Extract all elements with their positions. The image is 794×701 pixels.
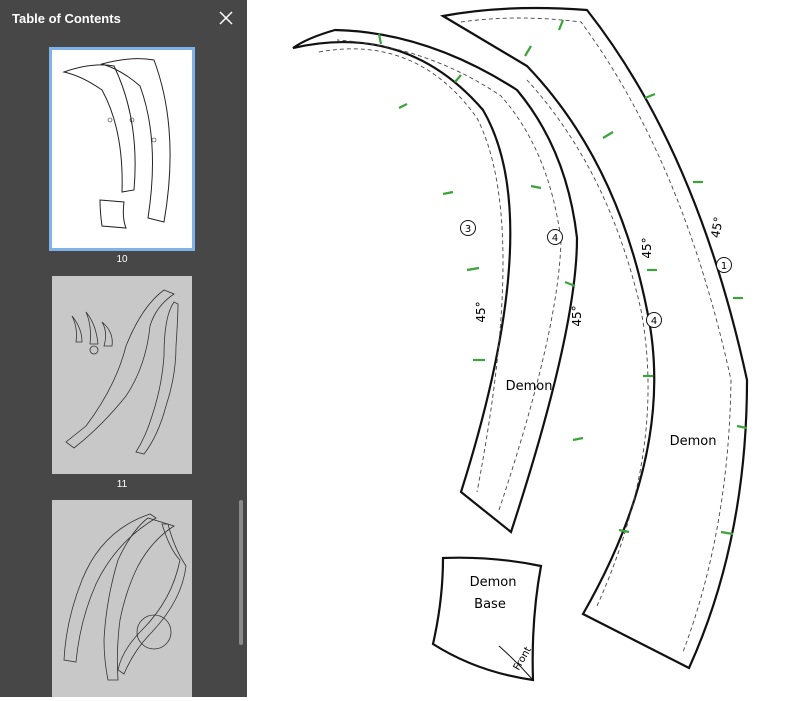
- page-10-preview: [52, 50, 192, 248]
- base-label-line1: Demon: [470, 575, 517, 590]
- marker-circle: 3: [460, 220, 476, 236]
- angle-label: 45°: [570, 305, 584, 326]
- page-thumbnail-10[interactable]: [49, 47, 195, 251]
- close-icon: [219, 11, 233, 25]
- close-sidebar-button[interactable]: [216, 8, 236, 28]
- marker-circle: 4: [547, 229, 563, 245]
- angle-label: 45°: [474, 301, 488, 322]
- page-thumbnail-11[interactable]: [52, 276, 192, 474]
- pattern-piece-base: [431, 556, 543, 682]
- sidebar-header: Table of Contents: [0, 0, 247, 38]
- piece-label: Demon: [506, 379, 553, 394]
- page-number-10: 10: [116, 254, 128, 265]
- sidebar-title: Table of Contents: [12, 11, 121, 26]
- page-12-preview: [52, 500, 192, 697]
- page-thumbnail-12[interactable]: [52, 500, 192, 697]
- pattern-canvas: 3 4 4 1 45° 45° 45° 45° Demon Demon Demo…: [292, 6, 749, 682]
- notch-marks: [377, 19, 748, 536]
- marker-label: 3: [465, 224, 471, 235]
- marker-label: 4: [552, 233, 558, 244]
- document-page: 3 4 4 1 45° 45° 45° 45° Demon Demon Demo…: [247, 0, 794, 697]
- base-label-line2: Base: [474, 597, 506, 612]
- pattern-piece-1: [292, 28, 579, 534]
- pattern-piece-2: [439, 6, 749, 670]
- piece-label: Demon: [670, 434, 717, 449]
- sidebar-scrollbar[interactable]: [239, 500, 243, 645]
- marker-label: 1: [721, 261, 727, 272]
- angle-label: 45°: [708, 216, 725, 239]
- page-number-11: 11: [116, 479, 128, 490]
- toc-sidebar: Table of Contents 10 1: [0, 0, 247, 697]
- page-11-preview: [52, 276, 192, 474]
- marker-label: 4: [651, 316, 657, 327]
- angle-label: 45°: [640, 237, 654, 258]
- marker-circle: 4: [646, 312, 662, 328]
- marker-circle: 1: [716, 257, 732, 273]
- base-corner-label: Front: [512, 645, 534, 672]
